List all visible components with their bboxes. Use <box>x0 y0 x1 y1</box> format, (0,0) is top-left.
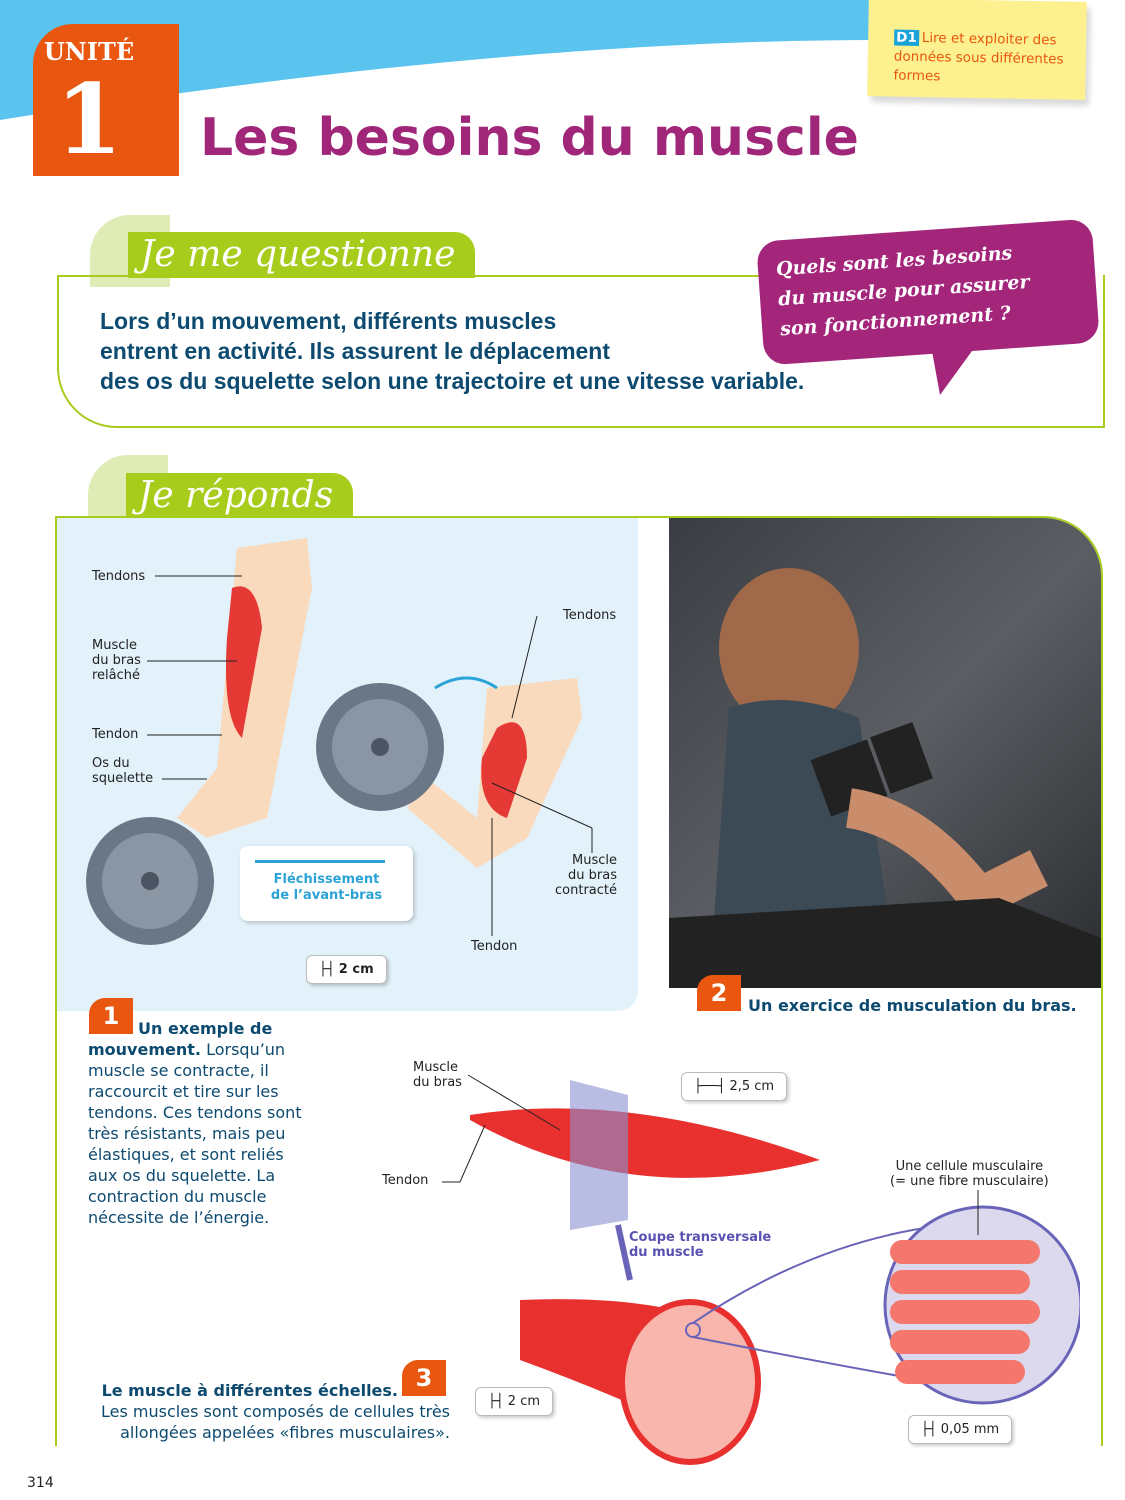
scale-value: 0,05 mm <box>940 1422 1000 1437</box>
label-line: contracté <box>555 883 617 898</box>
doc2-caption: Un exercice de musculation du bras. <box>748 996 1077 1015</box>
intro-line: Lors d’un mouvement, différents muscles <box>100 308 557 334</box>
caption-title: Un exemple de mouvement. <box>88 1019 273 1059</box>
scale-value: 2,5 cm <box>729 1079 775 1094</box>
label-muscle-cell: Une cellule musculaire(= une fibre muscu… <box>890 1159 1049 1189</box>
label-line: relâché <box>92 668 141 683</box>
header-banner <box>0 0 880 120</box>
label-tendon-right: Tendon <box>471 939 518 954</box>
doc3-caption: Le muscle à différentes échelles. Les mus… <box>90 1380 450 1443</box>
label-line: du bras <box>568 868 617 883</box>
unit-label: UNITÉ <box>43 37 135 66</box>
label-line: squelette <box>92 771 154 786</box>
label-tendons-right: Tendons <box>563 608 617 623</box>
scale-bar-section: ├┤ 2 cm <box>475 1387 554 1416</box>
label-tendon-doc3: Tendon <box>382 1173 429 1188</box>
label-tendon: Tendon <box>92 727 139 742</box>
action-line: Fléchissement <box>273 872 380 887</box>
scale-icon: ├──┤ <box>694 1079 730 1094</box>
label-line: Muscle <box>413 1060 458 1075</box>
question-bubble: Quels sont les besoins du muscle pour as… <box>756 218 1100 366</box>
action-line: de l’avant-bras <box>270 888 383 903</box>
caption-title: Le muscle à différentes échelles. <box>101 1381 398 1400</box>
page-number: 314 <box>27 1475 54 1491</box>
answer-frame <box>55 516 1103 1446</box>
doc3-number: 3 <box>402 1360 446 1396</box>
label-line: Une cellule musculaire <box>895 1159 1044 1174</box>
photo-woman-dumbbell <box>669 518 1101 988</box>
arrow-right-icon <box>255 860 385 863</box>
arm-illustration <box>86 538 593 945</box>
skill-code: D1 <box>894 29 919 46</box>
doc1-number: 1 <box>89 998 133 1034</box>
label-line: du muscle <box>629 1245 704 1260</box>
scale-icon: ├┤ <box>319 962 339 977</box>
section-heading-question: Je me questionne <box>128 232 476 278</box>
label-line: Os du <box>92 756 130 771</box>
scale-bar-doc1: ├┤ 2 cm <box>306 955 387 984</box>
scale-icon: ├┤ <box>921 1422 941 1437</box>
label-line: Coupe transversale <box>629 1230 772 1245</box>
scale-value: 2 cm <box>338 962 374 977</box>
doc1-caption: Un exemple de mouvement. Lorsqu’un muscl… <box>88 1018 313 1228</box>
scale-icon: ├┤ <box>488 1394 508 1409</box>
scale-bar-cell: ├┤ 0,05 mm <box>908 1415 1013 1444</box>
intro-line: entrent en activité. Ils assurent le dép… <box>100 338 611 364</box>
scale-bar-muscle: ├──┤ 2,5 cm <box>681 1072 788 1101</box>
unit-number: 1 <box>55 63 123 176</box>
intro-line: des os du squelette selon une trajectoir… <box>100 368 805 394</box>
label-line: du bras <box>413 1075 462 1090</box>
label-line: (= une fibre musculaire) <box>890 1174 1049 1189</box>
scale-value: 2 cm <box>507 1394 541 1409</box>
caption-text: Les muscles sont composés de cellules tr… <box>101 1402 450 1442</box>
section-heading-answer: Je réponds <box>126 473 354 519</box>
label-line: Muscle <box>92 638 137 653</box>
label-line: du bras <box>92 653 141 668</box>
page-title: Les besoins du muscle <box>200 108 859 168</box>
question-box <box>57 275 1105 428</box>
doc2-number: 2 <box>697 975 741 1011</box>
caption-text: Lorsqu’un muscle se contracte, il raccou… <box>88 1040 302 1227</box>
label-line: Muscle <box>572 853 617 868</box>
muscle-scales-illustration <box>442 1074 1080 1465</box>
label-tendons: Tendons <box>92 569 146 584</box>
intro-text: Lors d’un mouvement, différents muscles … <box>100 306 804 396</box>
